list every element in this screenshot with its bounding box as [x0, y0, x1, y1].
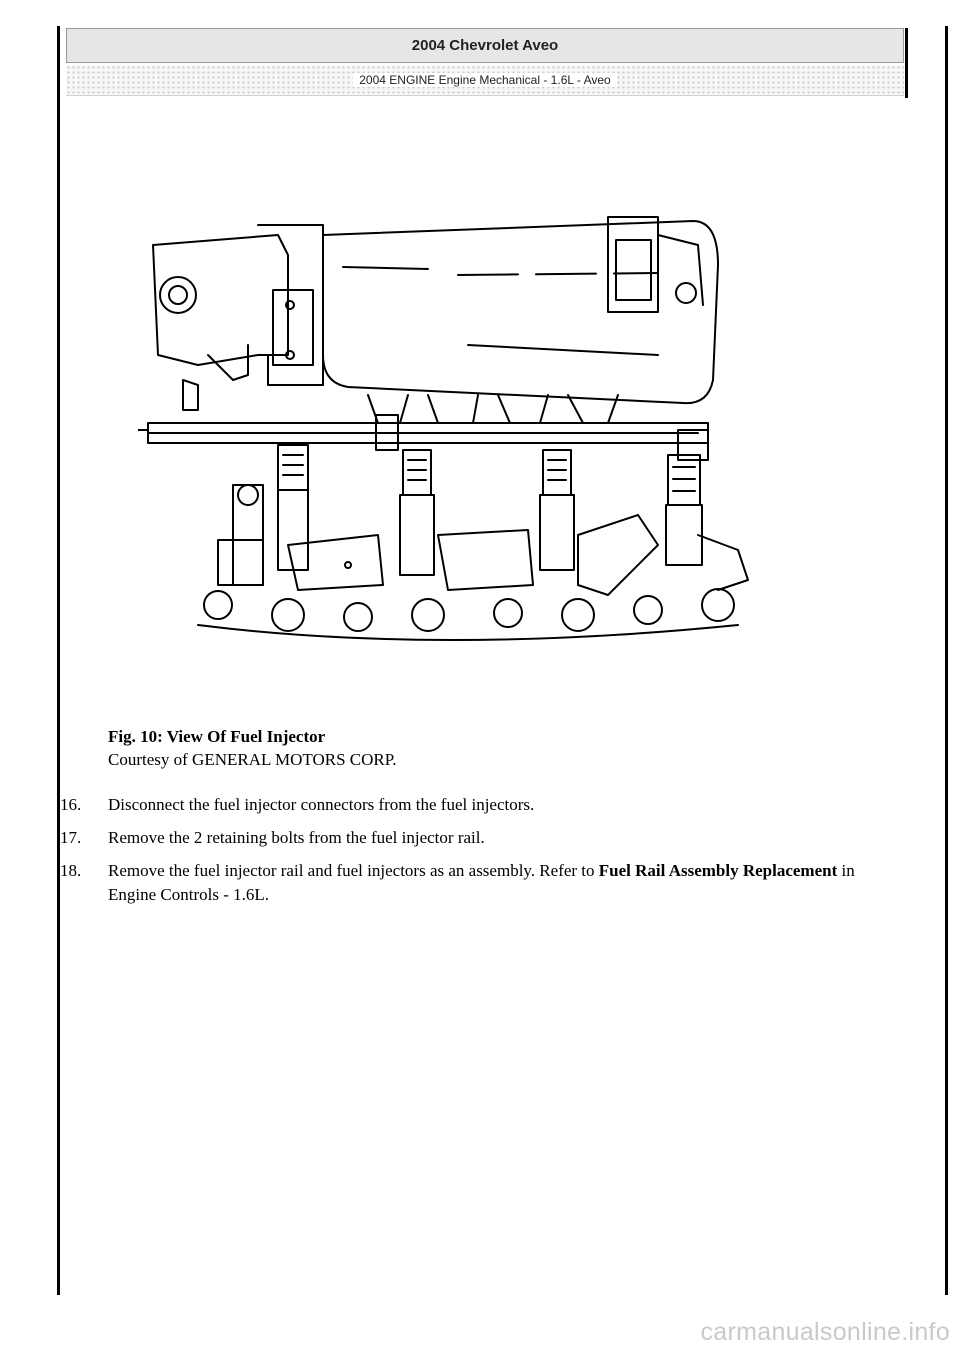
- step-17: 17. Remove the 2 retaining bolts from th…: [60, 826, 860, 850]
- header-edge: [905, 28, 908, 98]
- watermark: carmanualsonline.info: [700, 1318, 950, 1346]
- step-16: 16. Disconnect the fuel injector connect…: [60, 793, 860, 817]
- step-text-after: in Engine Controls - 1.6L.: [108, 861, 855, 904]
- header-subtitle: 2004 ENGINE Engine Mechanical - 1.6L - A…: [66, 65, 904, 96]
- header-title: 2004 Chevrolet Aveo: [66, 28, 904, 63]
- header-subtitle-text: 2004 ENGINE Engine Mechanical - 1.6L - A…: [353, 73, 617, 87]
- figure-caption-title: Fig. 10: View Of Fuel Injector: [108, 727, 326, 746]
- page-header: 2004 Chevrolet Aveo 2004 ENGINE Engine M…: [66, 28, 908, 98]
- page-frame-left: [57, 26, 60, 1295]
- step-text-before: Remove the fuel injector rail and fuel i…: [108, 861, 599, 880]
- step-number: 17.: [60, 828, 82, 847]
- figure-caption: Fig. 10: View Of Fuel Injector Courtesy …: [108, 725, 397, 771]
- step-text: Remove the 2 retaining bolts from the fu…: [108, 828, 485, 847]
- step-number: 18.: [60, 861, 82, 880]
- procedure-steps: 16. Disconnect the fuel injector connect…: [60, 793, 860, 916]
- step-text: Remove the fuel injector rail and fuel i…: [108, 859, 860, 907]
- page-frame-right: [945, 26, 948, 1295]
- step-18: 18. Remove the fuel injector rail and fu…: [60, 859, 860, 907]
- fuel-rail-replacement-link[interactable]: Fuel Rail Assembly Replacement: [598, 861, 838, 880]
- fuel-injector-diagram: [138, 216, 749, 641]
- figure-caption-credit: Courtesy of GENERAL MOTORS CORP.: [108, 750, 397, 769]
- step-number: 16.: [60, 795, 82, 814]
- step-text: Disconnect the fuel injector connectors …: [108, 795, 535, 814]
